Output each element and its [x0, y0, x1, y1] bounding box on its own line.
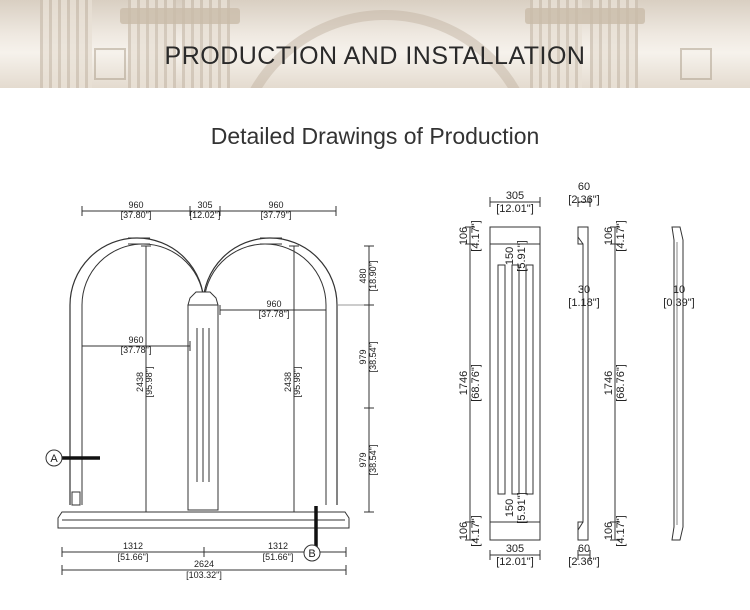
double-arch-drawing: [45, 206, 374, 575]
header-banner: PRODUCTION AND INSTALLATION: [0, 0, 750, 88]
thin-profile-view: [671, 226, 684, 541]
side-shaft-depth-mm: 30: [578, 284, 590, 296]
dim-inner-right-inch: [37.78"]: [259, 309, 290, 319]
dim-height-left-mm: 2438: [135, 372, 145, 392]
dim-inner-right-mm: 960: [266, 299, 281, 309]
pilaster-bottom-width-mm: 305: [506, 543, 524, 555]
pilaster-shaft-height-mm: 1746: [458, 371, 470, 395]
dim-bottom-right-mm: 1312: [268, 541, 288, 551]
page-title: PRODUCTION AND INSTALLATION: [164, 42, 586, 70]
section-a-label: A: [50, 453, 58, 465]
side-shaft-height-inch: [68.76"]: [615, 364, 627, 402]
pilaster-top-width-mm: 305: [506, 190, 524, 202]
dim-right-mid-inch: [38.54"]: [368, 342, 378, 373]
dim-right-mid-mm: 979: [358, 349, 368, 364]
dim-top-left-mm: 960: [128, 200, 143, 210]
flute-top-mm: 150: [504, 247, 516, 265]
pilaster-side-view: [577, 197, 620, 560]
side-cap-height-mm: 106: [603, 227, 615, 245]
pilaster-shaft-height-inch: [68.76"]: [470, 364, 482, 402]
dim-height-left-inch: [95.98"]: [144, 367, 154, 398]
dim-bottom-right-inch: [51.66"]: [263, 552, 294, 562]
flute-top-inch: [5.91"]: [516, 240, 528, 271]
flute-bottom-inch: [5.91"]: [516, 492, 528, 523]
profile-thickness-mm: 10: [673, 284, 685, 296]
flute-bottom-mm: 150: [504, 499, 516, 517]
pilaster-top-width-inch: [12.01"]: [496, 203, 534, 215]
banner-panel-decoration: [680, 48, 712, 80]
dim-bottom-left-mm: 1312: [123, 541, 143, 551]
dim-right-bottom-inch: [38.54"]: [368, 445, 378, 476]
pilaster-cap-height-mm: 106: [458, 227, 470, 245]
side-base-height-mm: 106: [603, 522, 615, 540]
banner-panel-decoration: [94, 48, 126, 80]
section-a-marker: [45, 449, 63, 467]
dim-total-width-mm: 2624: [194, 559, 214, 569]
pilaster-front-view: [465, 197, 541, 560]
side-bottom-depth-mm: 60: [578, 543, 590, 555]
dim-right-top-inch: [18.90"]: [368, 261, 378, 292]
banner-capital-decoration: [120, 8, 240, 24]
side-base-height-inch: [4.17"]: [615, 515, 627, 546]
dim-right-bottom-mm: 979: [358, 452, 368, 467]
dim-top-center-inch: [12.02"]: [190, 210, 221, 220]
banner-column-decoration: [40, 0, 92, 88]
dim-total-width-inch: [103.32"]: [186, 570, 222, 580]
dim-top-center-mm: 305: [197, 200, 212, 210]
side-top-depth-mm: 60: [578, 181, 590, 193]
drawings-subtitle: Detailed Drawings of Production: [210, 123, 540, 149]
dim-right-top-mm: 480: [358, 268, 368, 283]
section-b-label: B: [308, 548, 315, 560]
pilaster-cap-height-inch: [4.17"]: [470, 220, 482, 251]
pilaster-bottom-width-inch: [12.01"]: [496, 556, 534, 568]
side-shaft-depth-inch: [1.18"]: [568, 297, 599, 309]
section-b-marker: [303, 544, 321, 562]
dim-top-right-mm: 960: [268, 200, 283, 210]
side-cap-height-inch: [4.17"]: [615, 220, 627, 251]
dim-top-left-inch: [37.80"]: [121, 210, 152, 220]
dim-inner-left-inch: [37.78"]: [121, 345, 152, 355]
side-bottom-depth-inch: [2.36"]: [568, 556, 599, 568]
banner-capital-decoration: [525, 8, 645, 24]
dim-height-right-inch: [95.98"]: [292, 367, 302, 398]
pilaster-base-height-inch: [4.17"]: [470, 515, 482, 546]
dim-top-right-inch: [37.79"]: [261, 210, 292, 220]
dim-inner-left-mm: 960: [128, 335, 143, 345]
dim-bottom-left-inch: [51.66"]: [118, 552, 149, 562]
dim-height-right-mm: 2438: [283, 372, 293, 392]
profile-thickness-inch: [0.39"]: [663, 297, 694, 309]
pilaster-base-height-mm: 106: [458, 522, 470, 540]
side-shaft-height-mm: 1746: [603, 371, 615, 395]
side-top-depth-inch: [2.36"]: [568, 194, 599, 206]
